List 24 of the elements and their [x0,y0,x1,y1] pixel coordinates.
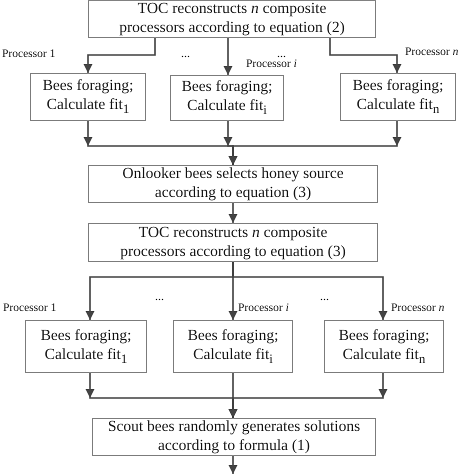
ellipsis-label: ... [320,290,329,302]
step-text: Bees foraging; Calculate fit$_{1}$ [40,326,132,362]
process-box [88,223,378,262]
step-text: Bees foraging; Calculate fit$_{i}$ [188,326,278,362]
process-box [92,418,376,456]
step-text: Scout bees randomly generates solutions according to formula (1) [108,418,360,454]
step-text: TOC reconstructs n composite processors according to equation (2) [119,0,345,36]
process-box [25,320,147,373]
ellipsis-label: ... [155,290,164,302]
step-text: Bees foraging; Calculate fit$_{i}$ [182,78,272,114]
step-text: Onlooker bees selects honey source according to equation (3) [122,165,344,201]
process-box [170,75,284,121]
step-text: Bees foraging; Calculate fit$_{n}$ [338,326,430,362]
process-box [340,73,456,121]
ellipsis-label: ... [181,47,190,59]
process-box [173,320,293,373]
process-box [324,320,444,373]
step-text: Bees foraging; Calculate fit$_{n}$ [352,77,444,113]
ellipsis-label: ... [277,47,286,59]
step-text: Bees foraging; Calculate fit$_{1}$ [42,77,134,113]
process-box [88,0,376,38]
process-box [30,73,146,121]
process-box [88,165,378,203]
step-text: TOC reconstructs n composite processors according to equation (3) [120,224,346,260]
